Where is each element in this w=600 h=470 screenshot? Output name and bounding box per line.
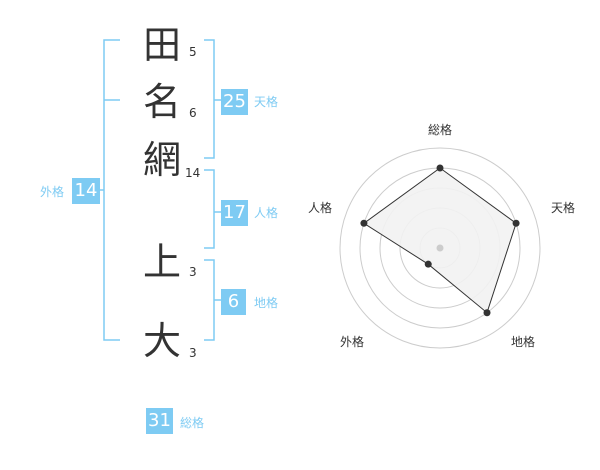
radar-center-point <box>436 244 444 252</box>
radar-label-soukaku: 総格 <box>428 123 453 137</box>
radar-label-tenkaku: 天格 <box>551 201 576 215</box>
stroke-count-3: 14 <box>185 166 201 180</box>
radar-point-2 <box>483 309 491 317</box>
radar-label-chikaku: 地格 <box>511 335 536 349</box>
radar-point-4 <box>360 219 368 227</box>
name-char-3: 網 <box>143 138 182 182</box>
stroke-count-5: 3 <box>189 346 197 360</box>
name-char-4: 上 <box>143 240 182 284</box>
tenkaku-bracket <box>204 39 215 159</box>
gaikaku-label: 外格 <box>40 185 65 199</box>
radar-ring <box>339 147 541 349</box>
radar-label-gaikaku: 外格 <box>340 335 365 349</box>
tenkaku-value-badge: 25 <box>221 89 248 115</box>
radar-point-1 <box>512 219 520 227</box>
stroke-count-2: 6 <box>189 106 197 120</box>
radar-point-0 <box>436 164 444 172</box>
name-char-5: 大 <box>143 319 182 363</box>
name-char-2: 名 <box>143 80 182 124</box>
gaikaku-value-badge: 14 <box>72 178 100 204</box>
jinkaku-label: 人格 <box>254 206 279 220</box>
soukaku-value-badge: 31 <box>146 408 173 434</box>
chikaku-label: 地格 <box>254 296 279 310</box>
soukaku-label: 総格 <box>180 416 205 430</box>
name-char-1: 田 <box>143 23 182 67</box>
tenkaku-label: 天格 <box>254 95 279 109</box>
jinkaku-value-badge: 17 <box>221 200 248 226</box>
radar-series-polygon <box>363 167 517 314</box>
stroke-count-4: 3 <box>189 265 197 279</box>
radar-label-jinkaku: 人格 <box>308 201 333 215</box>
chikaku-value-badge: 6 <box>221 289 246 315</box>
stroke-count-1: 5 <box>189 45 197 59</box>
jinkaku-bracket <box>204 169 215 249</box>
radar-point-3 <box>424 260 432 268</box>
